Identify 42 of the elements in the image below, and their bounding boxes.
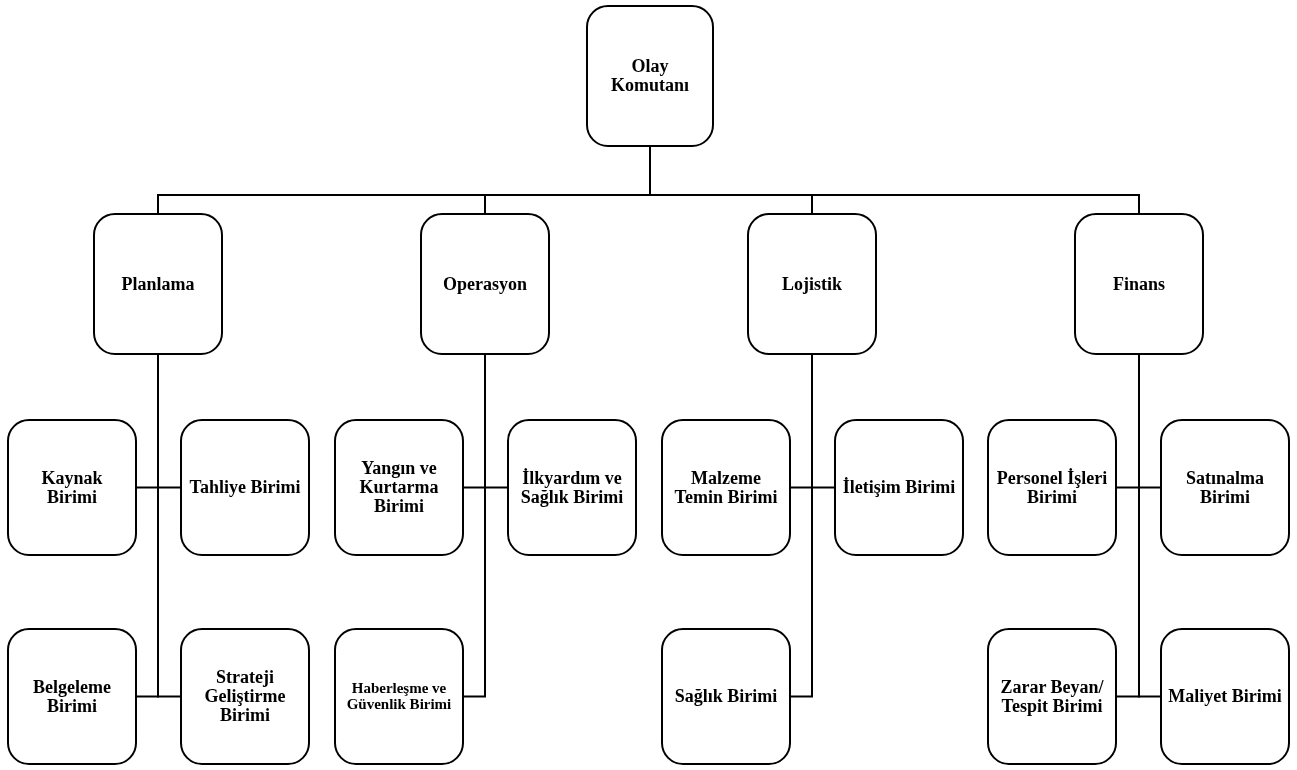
unit-name: Personel İşleri Birimi <box>995 468 1109 507</box>
unit-name: Zarar Beyan/ Tespit Birimi <box>999 677 1105 716</box>
unit-name: Olay Komutanı <box>610 57 690 95</box>
org-unit-box <box>180 628 310 765</box>
org-unit-box <box>334 628 464 765</box>
unit-name: Kaynak Birimi <box>40 468 104 507</box>
org-unit-box <box>661 419 791 556</box>
unit-name: Operasyon <box>443 274 527 294</box>
org-unit-box <box>180 419 310 556</box>
unit-name: Strateji Geliştirme Birimi <box>203 668 287 725</box>
org-unit-box <box>420 213 550 355</box>
unit-name: Maliyet Birimi <box>1168 687 1282 706</box>
connector-line <box>157 354 181 698</box>
unit-name: Finans <box>1113 274 1165 294</box>
connector-line <box>790 354 813 698</box>
org-unit-box <box>834 419 964 556</box>
org-unit-box <box>987 419 1117 556</box>
unit-name: Malzeme Temin Birimi <box>673 468 779 507</box>
org-unit-box <box>1074 213 1204 355</box>
unit-name: Haberleşme ve Güvenlik Birimi <box>345 680 453 713</box>
org-unit-box <box>747 213 877 355</box>
unit-name: İlkyardım ve Sağlık Birimi <box>519 468 625 507</box>
org-unit-box <box>507 419 637 556</box>
connector-line <box>463 354 486 698</box>
unit-name: Sağlık Birimi <box>674 687 778 706</box>
unit-name: Tahliye Birimi <box>189 478 301 497</box>
org-unit-box <box>661 628 791 765</box>
org-unit-box <box>586 5 714 147</box>
org-unit-box <box>7 419 137 556</box>
unit-name: Yangın ve Kurtarma Birimi <box>358 459 440 516</box>
org-unit-box <box>7 628 137 765</box>
unit-name: İletişim Birimi <box>842 478 956 497</box>
org-unit-box <box>93 213 223 355</box>
connector-line <box>1138 354 1161 698</box>
unit-name: Satınalma Birimi <box>1185 468 1265 507</box>
org-unit-box <box>334 419 464 556</box>
unit-name: Belgeleme Birimi <box>32 677 112 716</box>
org-unit-box <box>1160 628 1290 765</box>
unit-name: Planlama <box>121 274 195 294</box>
org-unit-box <box>1160 419 1290 556</box>
org-unit-box <box>987 628 1117 765</box>
unit-name: Lojistik <box>782 274 842 294</box>
